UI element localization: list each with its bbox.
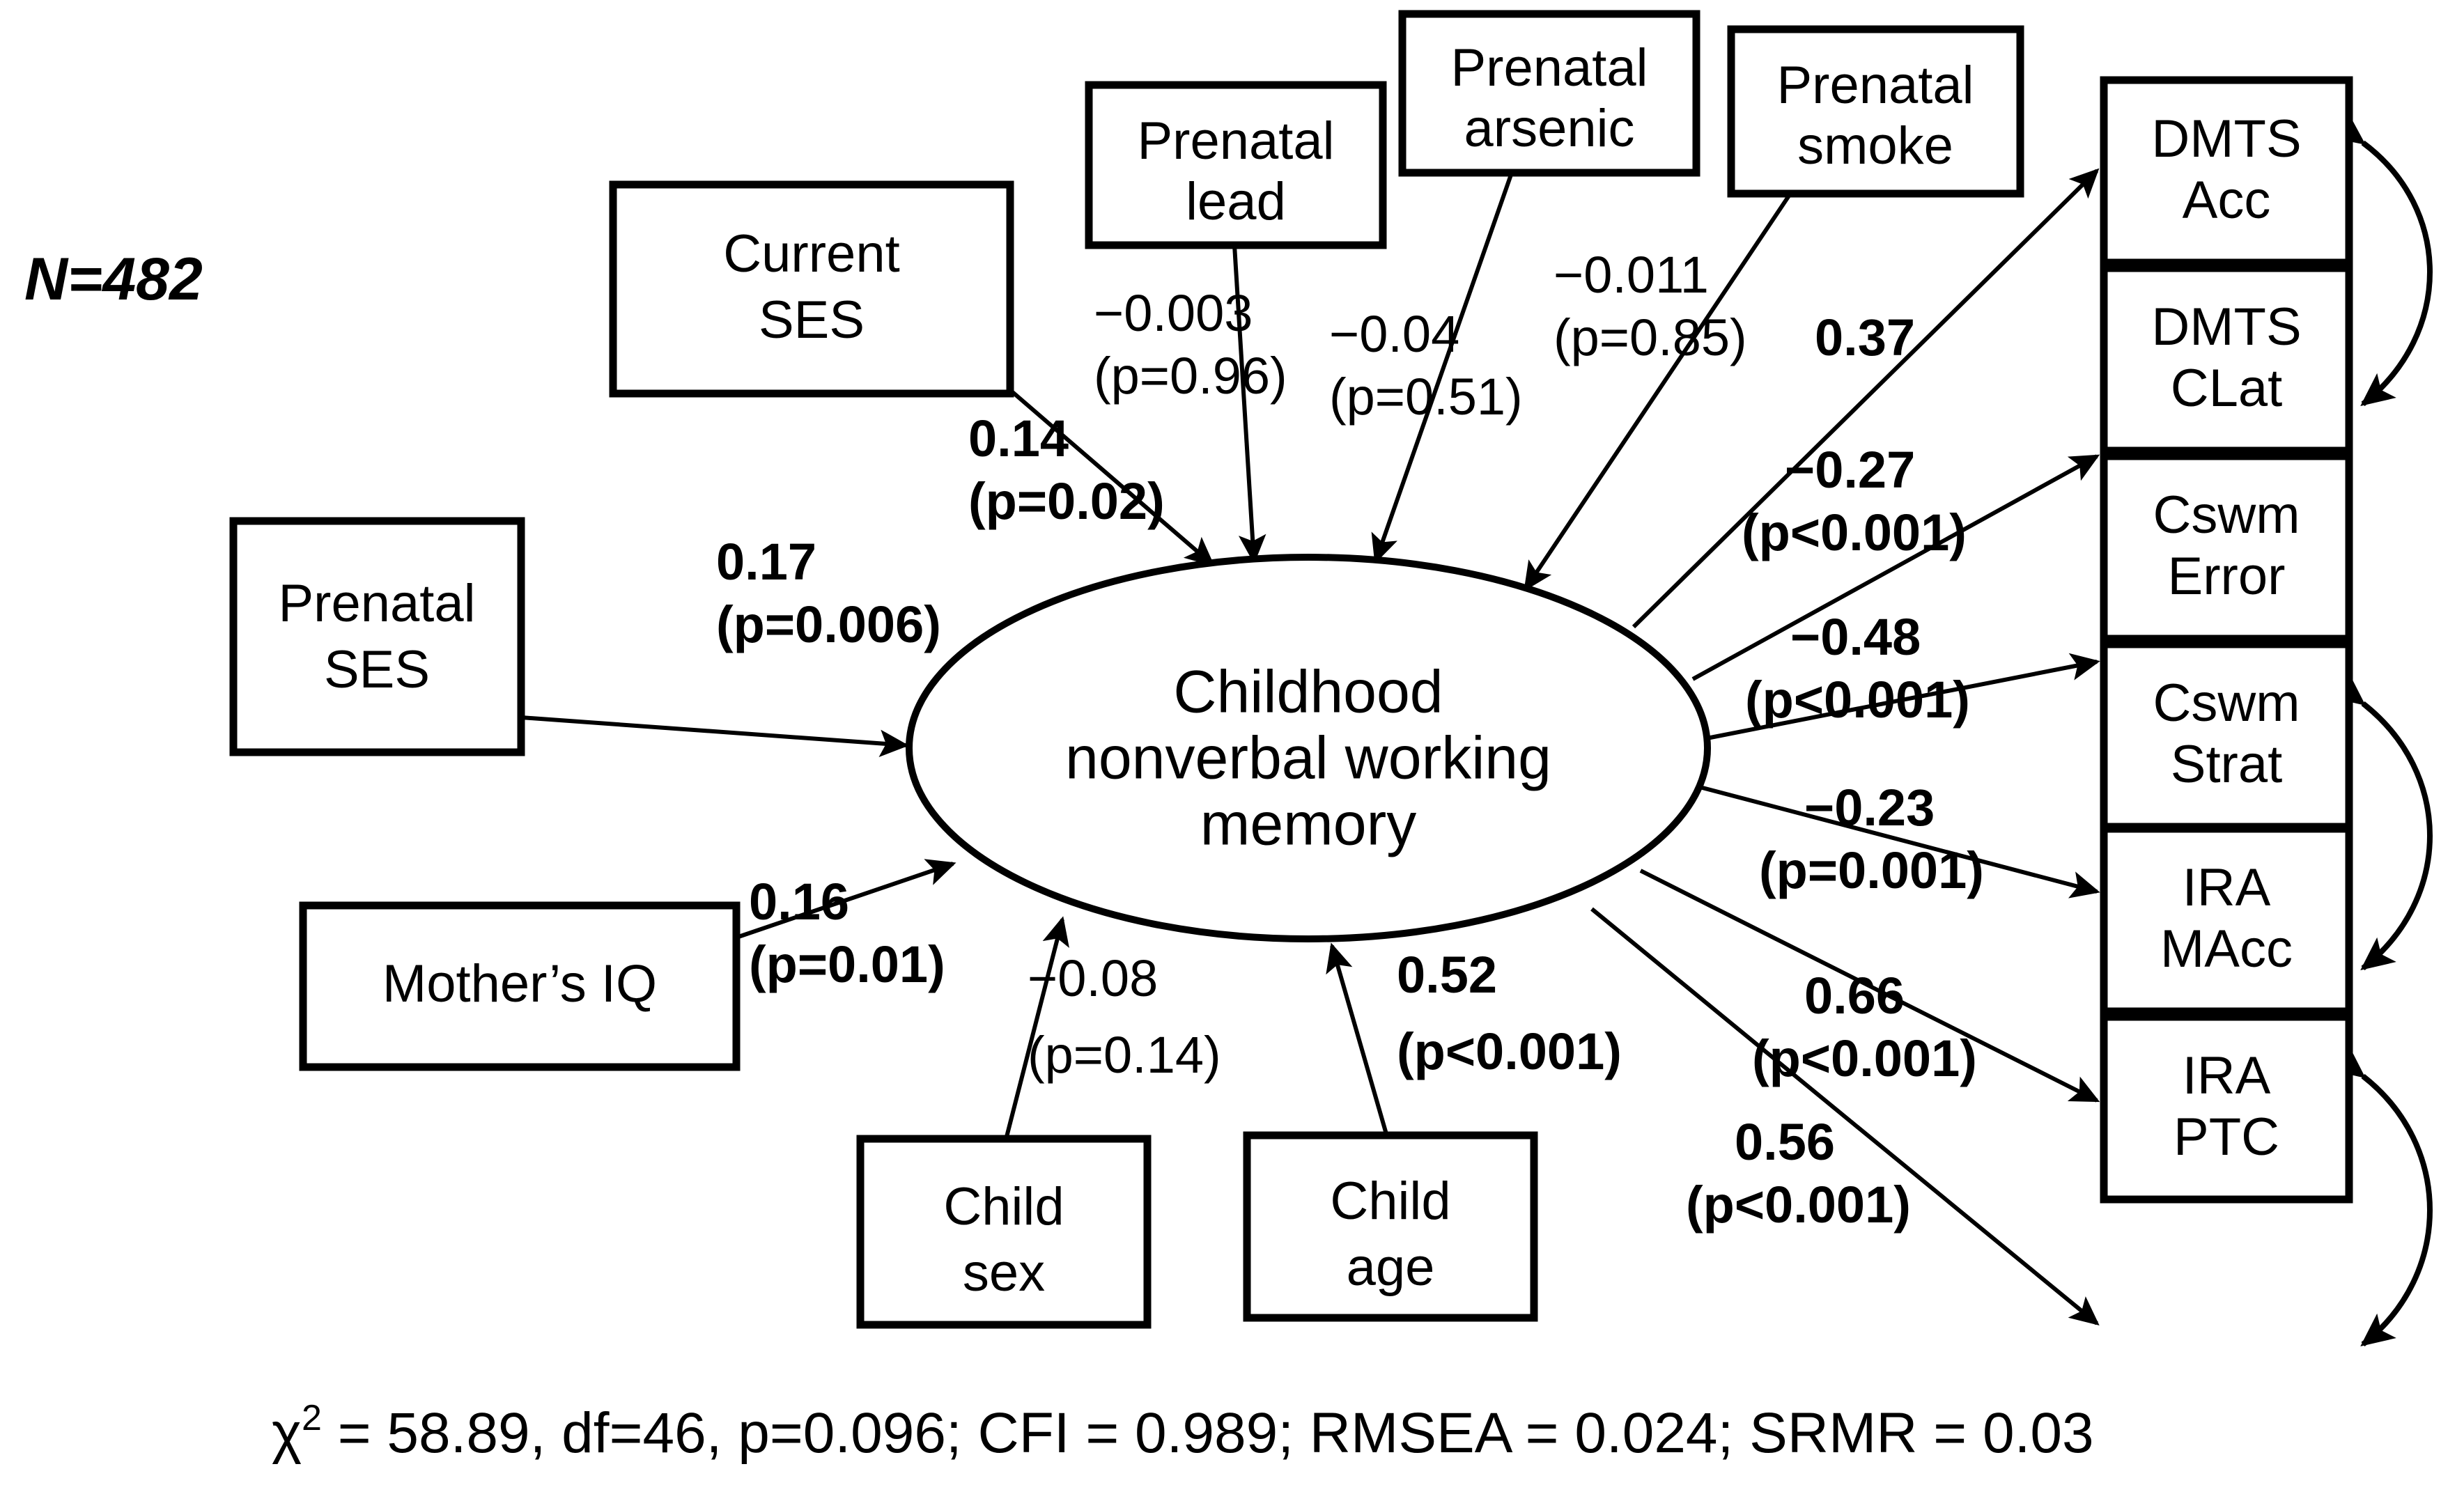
box-prenatal-lead [1085,81,1387,249]
box-prenatal-ses-line1: Prenatal [278,574,475,633]
box-ira-macc-line2: MAcc [2160,919,2293,979]
box-dmts-clat-line1: DMTS [2151,297,2301,357]
coef-ira-macc-pvalue: (p<0.001) [1752,1029,1977,1087]
fit-chi-superscript: 2 [302,1398,322,1438]
path-wm-to-ira-ptc [1590,907,2100,1326]
fit-statistics-line: χ2 = 58.89, df=46, p=0.096; CFI = 0.989;… [272,1398,2094,1465]
coef-child-age-pvalue: (p<0.001) [1397,1022,1622,1080]
box-current-ses-line1: Current [723,224,899,283]
box-dmts-clat-line2: CLat [2171,359,2283,418]
coef-prenatal-smoke-estimate: −0.011 [1553,246,1709,304]
path-prenatal-lead-to-wm [1232,244,1266,564]
path-wm-to-cswm-error [1706,653,2100,740]
box-prenatal-arsenic-line1: Prenatal [1450,38,1648,98]
path-prenatal-smoke-to-wm [1524,192,1792,591]
path-mothers-iq-to-wm [738,859,956,939]
covariance-arc-dmts [2329,112,2433,407]
box-child-sex-line2: sex [963,1243,1045,1302]
box-ira-macc [2100,825,2353,1016]
covariance-arc-cswm [2330,672,2433,971]
path-prenatal-ses-to-wm [520,715,909,758]
coef-dmts-clat-estimate: −0.27 [1785,441,1915,499]
coef-child-sex-estimate: −0.08 [1028,949,1158,1007]
box-cswm-strat [2100,640,2353,831]
box-child-sex-line1: Child [943,1177,1064,1236]
box-prenatal-smoke-line1: Prenatal [1776,56,1974,115]
box-mothers-iq-line1: Mother’s IQ [382,954,657,1013]
box-ira-macc-line1: IRA [2183,858,2271,917]
box-cswm-error [2100,452,2353,643]
box-prenatal-arsenic [1398,10,1700,177]
box-current-ses-line2: SES [759,290,865,350]
box-prenatal-lead-line1: Prenatal [1137,111,1334,171]
coef-mothers-iq-estimate: 0.16 [749,873,849,931]
box-child-age-line2: age [1347,1238,1435,1297]
coef-ira-ptc-pvalue: (p<0.001) [1686,1176,1911,1234]
box-mothers-iq [299,901,741,1071]
coef-prenatal-arsenic-estimate: −0.04 [1329,305,1459,363]
box-prenatal-arsenic-line2: arsenic [1464,99,1635,158]
fit-statistics-rest: = 58.89, df=46, p=0.096; CFI = 0.989; RM… [322,1401,2094,1465]
coef-prenatal-arsenic-pvalue: (p=0.51) [1329,368,1523,426]
coef-cswm-strat-pvalue: (p=0.001) [1759,841,1984,899]
coef-cswm-error-pvalue: (p<0.001) [1745,671,1970,729]
latent-label-line2: nonverbal working [1065,725,1551,792]
box-ira-ptc-line2: PTC [2174,1107,2279,1167]
path-wm-to-cswm-strat [1699,785,2100,899]
coef-prenatal-lead-pvalue: (p=0.96) [1094,347,1287,405]
path-child-age-to-wm [1326,942,1388,1135]
box-dmts-acc [2100,76,2353,267]
box-dmts-acc-line2: Acc [2183,171,2271,230]
latent-variable-ellipse [906,554,1711,942]
coef-cswm-error-estimate: −0.48 [1790,608,1921,666]
box-prenatal-smoke [1727,25,2024,198]
covariance-arc-ira [2330,1045,2433,1347]
path-current-ses-to-wm [1009,388,1215,567]
box-child-age [1243,1131,1538,1322]
box-ira-ptc [2100,1013,2353,1204]
coef-child-sex-pvalue: (p=0.14) [1028,1026,1221,1084]
coef-current-ses-pvalue: (p=0.02) [968,472,1165,530]
coef-ira-macc-estimate: 0.66 [1804,967,1905,1025]
box-cswm-strat-line2: Strat [2171,735,2283,794]
coef-dmts-clat-pvalue: (p<0.001) [1742,504,1967,561]
coef-dmts-acc-estimate: 0.37 [1815,309,1915,366]
path-wm-to-dmts-clat [1691,454,2100,681]
box-prenatal-ses-line2: SES [324,640,430,699]
coef-prenatal-ses-estimate: 0.17 [716,533,816,591]
coef-mothers-iq-pvalue: (p=0.01) [749,935,945,993]
box-dmts-acc-line1: DMTS [2151,109,2301,169]
box-current-ses [609,180,1014,398]
box-prenatal-smoke-line2: smoke [1797,116,1953,176]
box-child-age-line1: Child [1330,1172,1450,1231]
path-child-sex-to-wm [1005,916,1069,1137]
box-ira-ptc-line1: IRA [2183,1046,2271,1105]
box-cswm-strat-line1: Cswm [2153,674,2300,733]
coef-current-ses-estimate: 0.14 [968,410,1069,467]
latent-label-line3: memory [1200,791,1417,858]
box-dmts-clat [2100,264,2353,455]
box-prenatal-ses [229,517,525,756]
box-prenatal-lead-line2: lead [1186,172,1286,231]
box-cswm-error-line2: Error [2168,547,2286,606]
coef-prenatal-lead-estimate: −0.003 [1094,284,1253,342]
box-cswm-error-line1: Cswm [2153,485,2300,545]
coef-prenatal-ses-pvalue: (p=0.006) [716,596,941,653]
coef-cswm-strat-estimate: −0.23 [1804,779,1935,837]
path-prenatal-arsenic-to-wm [1371,172,1514,564]
sample-size-label: N=482 [24,246,203,313]
latent-label-line1: Childhood [1173,659,1443,726]
path-wm-to-dmts-acc [1632,168,2100,629]
coef-child-age-estimate: 0.52 [1397,946,1497,1004]
box-child-sex [856,1135,1152,1329]
fit-chi-symbol: χ [272,1401,302,1465]
path-wm-to-ira-macc [1639,869,2100,1103]
coef-ira-ptc-estimate: 0.56 [1735,1113,1835,1171]
coef-prenatal-smoke-pvalue: (p=0.85) [1553,309,1747,366]
